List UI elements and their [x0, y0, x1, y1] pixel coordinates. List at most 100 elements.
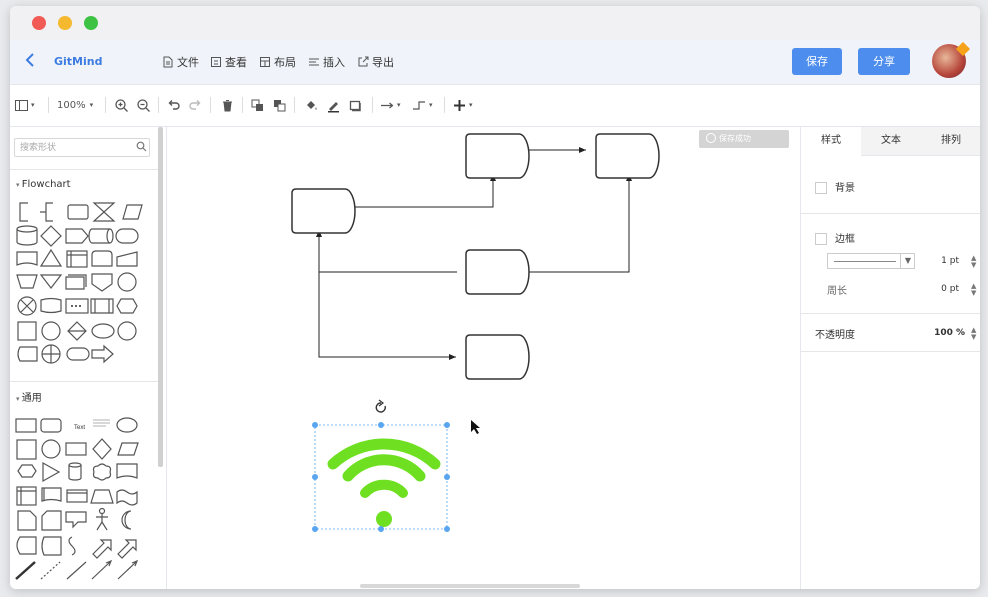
redo-icon	[189, 99, 201, 110]
resize-handle[interactable]	[378, 526, 384, 532]
canvas-scrollbar[interactable]	[360, 584, 580, 588]
check-circle-icon	[706, 133, 716, 143]
border-width-input[interactable]: 1 pt	[941, 256, 959, 266]
menu-insert-label: 插入	[323, 56, 345, 69]
background-checkbox[interactable]	[815, 182, 827, 194]
tab-style[interactable]: 样式	[801, 127, 861, 156]
menu-layout-label: 布局	[274, 56, 296, 69]
stepper-arrows-icon[interactable]: ▲▼	[971, 326, 977, 341]
flowchart-shape-grid[interactable]	[10, 199, 158, 374]
menu-view-label: 查看	[225, 56, 247, 69]
tab-arrange[interactable]: 排列	[921, 127, 980, 156]
undo-button[interactable]	[166, 97, 181, 113]
stepper-arrows-icon[interactable]: ▲▼	[971, 254, 977, 269]
share-button[interactable]: 分享	[858, 48, 910, 75]
app-name: GitMind	[54, 55, 103, 68]
shadow-button[interactable]	[348, 97, 363, 113]
send-to-back-icon	[274, 99, 286, 111]
resize-handle[interactable]	[378, 422, 384, 428]
pen-icon	[328, 101, 339, 112]
background-label: 背景	[835, 183, 855, 194]
opacity-input[interactable]: 100 %	[934, 328, 965, 338]
menu-file-label: 文件	[177, 56, 199, 69]
resize-handle[interactable]	[312, 474, 318, 480]
zoom-value: 100%	[57, 99, 86, 111]
menu-file[interactable]: 文件	[162, 54, 199, 70]
send-back-button[interactable]	[272, 97, 287, 113]
general-section-title[interactable]: ▾ 通用	[16, 393, 42, 404]
zoom-select[interactable]: 100%▾	[57, 99, 94, 111]
insert-add-button[interactable]: ▾	[452, 97, 473, 113]
insert-icon	[309, 58, 319, 66]
connector-style-button[interactable]: ▾	[380, 97, 401, 113]
bring-front-button[interactable]	[250, 97, 265, 113]
connector-edge[interactable]	[529, 174, 632, 273]
zoom-in-icon	[115, 98, 128, 112]
arrow-right-icon	[381, 102, 394, 108]
close-window-button[interactable]	[32, 16, 46, 30]
zoom-in-button[interactable]	[114, 97, 129, 113]
delay-node[interactable]	[595, 133, 660, 179]
search-icon[interactable]	[136, 141, 147, 152]
shadow-box-icon	[349, 100, 361, 111]
menu-insert[interactable]: 插入	[308, 54, 345, 70]
zoom-out-icon	[137, 98, 150, 112]
general-shape-grid[interactable]: Text	[10, 412, 158, 589]
panel-toggle-button[interactable]: ▾	[14, 97, 35, 113]
toolbar: ▾ 100%▾	[10, 85, 980, 127]
general-section-label: 通用	[21, 393, 42, 404]
selected-image[interactable]	[312, 399, 450, 532]
zoom-out-button[interactable]	[136, 97, 151, 113]
connector-edge[interactable]	[318, 230, 456, 360]
bring-to-front-icon	[251, 99, 263, 111]
maximize-window-button[interactable]	[84, 16, 98, 30]
connector-edge[interactable]	[355, 174, 496, 208]
plus-icon	[454, 99, 465, 111]
flowchart-section-title[interactable]: ▾ Flowchart	[16, 179, 71, 190]
shape-search-input[interactable]: 搜索形状	[14, 138, 150, 157]
opacity-label: 不透明度	[815, 330, 855, 341]
resize-handle[interactable]	[312, 526, 318, 532]
menu-view[interactable]: 查看	[210, 54, 247, 70]
delete-button[interactable]	[220, 97, 235, 113]
app-window: GitMind 文件 查看 布局 插入 导出 保存 分享 ▾	[10, 6, 980, 589]
resize-handle[interactable]	[444, 422, 450, 428]
stepper-arrows-icon[interactable]: ▲▼	[971, 282, 977, 297]
view-icon	[211, 57, 221, 67]
delay-node[interactable]	[291, 188, 356, 234]
wifi-dot	[376, 511, 392, 527]
waypoint-style-button[interactable]: ▾	[412, 97, 433, 113]
delay-node[interactable]	[465, 334, 530, 380]
border-checkbox[interactable]	[815, 233, 827, 245]
panel-layout-icon	[15, 99, 28, 111]
rotate-handle-icon[interactable]	[375, 399, 386, 413]
sidebar-scrollbar[interactable]	[158, 127, 163, 467]
elbow-connector-icon	[413, 100, 425, 110]
menu-export[interactable]: 导出	[357, 54, 394, 70]
wifi-icon	[327, 438, 441, 498]
resize-handle[interactable]	[444, 526, 450, 532]
mouse-cursor-icon	[471, 420, 480, 434]
diagram-canvas[interactable]	[167, 127, 800, 589]
export-icon	[358, 56, 369, 67]
delay-node[interactable]	[465, 249, 530, 295]
redo-button[interactable]	[188, 97, 203, 113]
resize-handle[interactable]	[312, 422, 318, 428]
back-arrow-icon[interactable]	[24, 52, 36, 72]
border-style-select[interactable]: ▼	[827, 253, 915, 269]
save-button[interactable]: 保存	[792, 48, 842, 75]
shape-library: 搜索形状 ▾ Flowchart	[10, 127, 167, 589]
border-label: 边框	[835, 234, 855, 245]
delay-node[interactable]	[465, 133, 530, 179]
line-color-button[interactable]	[326, 97, 341, 113]
perimeter-input[interactable]: 0 pt	[941, 284, 959, 294]
paint-bucket-icon	[307, 100, 317, 110]
app-header: GitMind 文件 查看 布局 插入 导出 保存 分享	[10, 40, 980, 85]
minimize-window-button[interactable]	[58, 16, 72, 30]
menu-layout[interactable]: 布局	[259, 54, 296, 70]
fill-color-button[interactable]	[304, 97, 319, 113]
connector-edge[interactable]	[316, 230, 457, 273]
window-titlebar	[10, 6, 980, 40]
tab-text[interactable]: 文本	[861, 127, 921, 156]
resize-handle[interactable]	[444, 474, 450, 480]
